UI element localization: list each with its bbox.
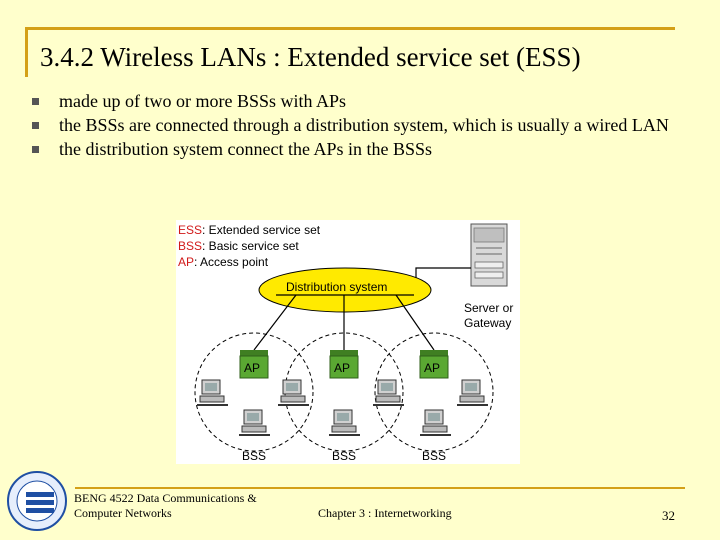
distribution-label: Distribution system — [286, 280, 387, 294]
bullet-item: the BSSs are connected through a distrib… — [30, 113, 710, 137]
slide-title: 3.4.2 Wireless LANs : Extended service s… — [40, 42, 581, 72]
title-frame-left — [25, 27, 28, 77]
server-label-line1: Server or — [464, 301, 513, 315]
legend-bss: BSS: Basic service set — [178, 239, 299, 253]
distribution-system — [258, 267, 432, 313]
bss-label: BSS — [242, 449, 266, 463]
footer-chapter: Chapter 3 : Internetworking — [318, 506, 452, 520]
square-bullet-icon — [32, 98, 39, 105]
computer-icon — [278, 379, 309, 406]
ap-label: AP — [334, 361, 350, 375]
ap-icon: AP — [419, 350, 449, 379]
bullet-item: the distribution system connect the APs … — [30, 137, 710, 161]
legend-ess: ESS: Extended service set — [178, 223, 321, 237]
bullet-list: made up of two or more BSSs with APs the… — [30, 89, 710, 161]
computer-icon — [197, 379, 228, 406]
computer-icon — [420, 409, 451, 436]
footer-rule — [75, 487, 685, 489]
ap-link — [395, 294, 435, 351]
bullet-text: made up of two or more BSSs with APs — [59, 91, 347, 111]
computer-icon — [329, 409, 360, 436]
university-logo — [7, 471, 67, 531]
computer-icon — [457, 379, 488, 406]
bullet-item: made up of two or more BSSs with APs — [30, 89, 710, 113]
computer-icon — [239, 409, 270, 436]
ap-icon: AP — [239, 350, 269, 379]
server-icon — [470, 223, 508, 287]
bullet-text: the distribution system connect the APs … — [59, 139, 432, 159]
page-number: 32 — [662, 508, 675, 523]
square-bullet-icon — [32, 122, 39, 129]
computer-icon — [373, 379, 404, 406]
square-bullet-icon — [32, 146, 39, 153]
footer-course-line1: BENG 4522 Data Communications & — [74, 491, 257, 505]
ess-diagram: ESS: Extended service set BSS: Basic ser… — [176, 220, 520, 464]
footer-course-line2: Computer Networks — [74, 506, 172, 520]
ap-icon: AP — [329, 350, 359, 379]
footer-course: BENG 4522 Data Communications & Computer… — [74, 491, 257, 521]
bss-label: BSS — [332, 449, 356, 463]
bss-circle — [194, 332, 314, 452]
legend-ap: AP: Access point — [178, 255, 269, 269]
bullet-text: the BSSs are connected through a distrib… — [59, 115, 669, 135]
ap-link — [253, 294, 297, 351]
ap-label: AP — [244, 361, 260, 375]
bss-label: BSS — [422, 449, 446, 463]
ap-label: AP — [424, 361, 440, 375]
bss-circle — [374, 332, 494, 452]
server-label-line2: Gateway — [464, 316, 511, 330]
title-frame-top — [25, 27, 675, 30]
